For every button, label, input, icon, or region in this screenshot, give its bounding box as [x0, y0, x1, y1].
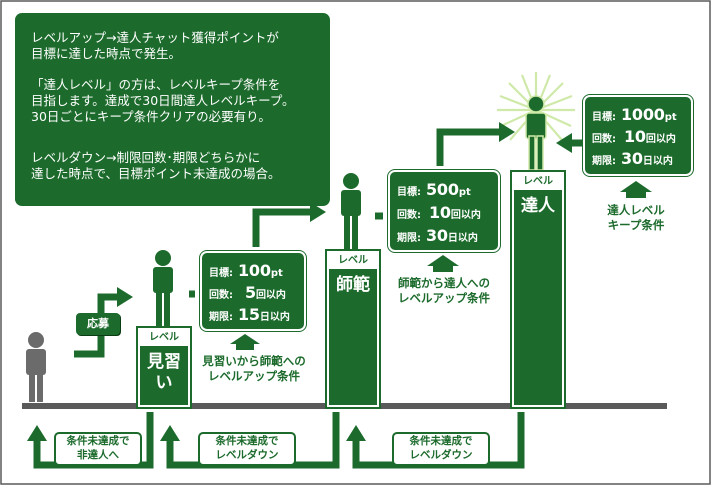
levelup-condition-box-1: 目標: 100pt 回数: 5回以内 期限: 15日以内 [200, 251, 306, 331]
period-unit: 日以内 [447, 233, 478, 244]
levelup-condition-box-2: 目標: 500pt 回数: 10回以内 期限: 30日以内 [388, 170, 500, 252]
levelup-caption-1: 見習いから師範への レベルアップ条件 [202, 354, 306, 383]
leveldown-arrow-1-head [27, 425, 47, 441]
target-value: 500 [426, 180, 459, 199]
level-name-master: 達人 [521, 196, 555, 216]
count-value: 10 [429, 203, 451, 222]
level-name-apprentice: 見習い [147, 352, 181, 393]
info-keep-text: 「達人レベル」の方は、レベルキープ条件を 目指します。達成で30日間達人レベルキ… [31, 77, 295, 124]
instructor-figure [341, 173, 361, 249]
level-pillar-master: レベル 達人 [512, 172, 564, 407]
target-value: 1000 [621, 105, 665, 124]
leveldown-arrow-3-head [346, 425, 366, 441]
levelup-caption-2: 師範から達人への レベルアップ条件 [398, 276, 490, 305]
level-pillar-instructor: レベル 師範 [327, 251, 379, 407]
count-key: 回数: [397, 210, 421, 221]
period-value: 15 [238, 305, 260, 324]
levelup-arrow-1-head [117, 287, 133, 307]
levelup-arrow-3-head [499, 122, 515, 142]
levelup-arrow-2 [189, 208, 311, 298]
apprentice-figure [153, 250, 173, 326]
info-levelup-text: レベルアップ→達人チャット獲得ポイントが 目標に達した時点で発生。 [31, 30, 279, 61]
caption-up-arrow-1 [230, 334, 260, 350]
leveldown-label-1: 条件未達成で 非達人へ [54, 432, 142, 466]
period-key: 期限: [397, 233, 421, 244]
target-unit: pt [270, 268, 283, 279]
leveldown-arrow-2-head [160, 425, 180, 441]
period-value: 30 [621, 149, 643, 168]
non-master-figure [26, 332, 46, 402]
level-tag: レベル [514, 174, 562, 190]
keep-caption: 達人レベル キープ条件 [607, 203, 665, 232]
count-key: 回数: [592, 134, 616, 145]
level-name-instructor: 師範 [336, 275, 370, 295]
levelup-arrow-3 [375, 128, 500, 220]
period-key: 期限: [209, 312, 233, 323]
period-key: 期限: [592, 156, 616, 167]
info-leveldown-text: レベルダウン→制限回数･期限どちらかに 達した時点で、目標ポイント未達成の場合。 [31, 150, 281, 181]
leveldown-label-2: 条件未達成で レベルダウン [198, 432, 296, 466]
period-unit: 日以内 [642, 156, 673, 167]
target-key: 目標: [209, 268, 233, 279]
keep-condition-box: 目標: 1000pt 回数: 10回以内 期限: 30日以内 [583, 95, 693, 176]
level-tag: レベル [329, 253, 377, 269]
level-pillar-apprentice: レベル 見習い [138, 328, 190, 407]
caption-up-arrow-3 [620, 181, 652, 198]
target-unit: pt [664, 112, 677, 123]
keep-arrow-head [556, 133, 572, 153]
master-figure [525, 95, 547, 171]
count-unit: 回以内 [450, 210, 481, 221]
period-unit: 日以内 [259, 312, 290, 323]
caption-up-arrow-2 [427, 255, 459, 272]
target-value: 100 [238, 261, 271, 280]
count-value: 5 [245, 283, 256, 302]
period-value: 30 [426, 226, 448, 245]
leveldown-label-3: 条件未達成で レベルダウン [392, 432, 490, 466]
count-value: 10 [624, 127, 646, 146]
level-tag: レベル [140, 330, 188, 346]
target-key: 目標: [397, 187, 421, 198]
apply-label: 応募 [76, 313, 120, 335]
target-unit: pt [458, 187, 471, 198]
target-key: 目標: [592, 112, 616, 123]
levelup-arrow-2-head [310, 202, 326, 222]
info-box: レベルアップ→達人チャット獲得ポイントが 目標に達した時点で発生。 「達人レベル… [15, 13, 330, 206]
count-unit: 回以内 [645, 134, 676, 145]
count-unit: 回以内 [255, 290, 286, 301]
count-key: 回数: [209, 290, 233, 301]
